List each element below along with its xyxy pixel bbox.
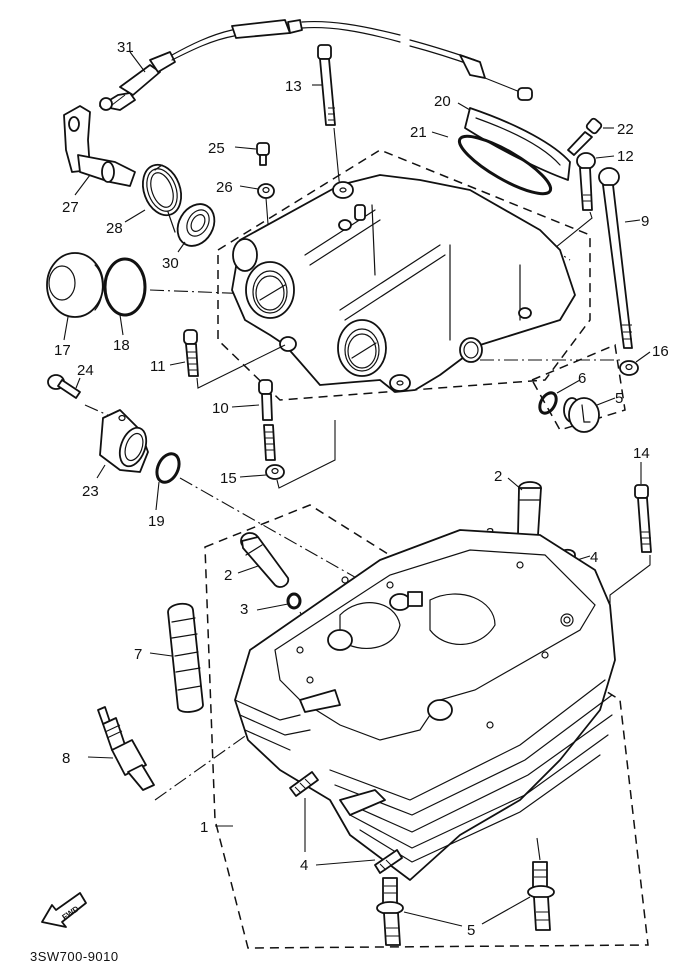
stud-bolt-16 [634,484,652,553]
drawing-code: 3SW700-9010 [30,949,119,964]
callout-18: 17 [54,342,71,359]
upper-group-boundary [217,149,591,401]
cover-gasket-20 [464,107,571,181]
callout-4: 4 [300,857,308,874]
group-boundaries [204,149,649,949]
callout-31: 31 [117,39,134,56]
valve-guide-2-upper [517,481,542,542]
callout-1: 1 [200,819,208,836]
bolt-28 [256,142,270,166]
decompression-lever [63,105,136,187]
bolt-14 [576,152,596,211]
decompression-cable [99,19,533,111]
callout-22: 22 [617,121,634,138]
holder-23 [99,409,149,473]
plug-7 [563,397,600,433]
callout-17-left: 15 [220,470,237,487]
stud-bolt-5-left [376,877,404,946]
cylinder-head-cover [231,174,576,393]
callout-26: 27 [62,199,79,216]
washer-17-left [265,464,285,480]
callout-9: 7 [134,646,142,663]
o-ring-24 [155,452,181,484]
callout-21: 21 [410,124,427,141]
tappet-cover-18 [46,252,104,318]
callout-30: 30 [162,255,179,272]
callout-23: 23 [82,483,99,500]
callout-10: 8 [62,750,70,767]
forward-arrow-icon: FWD [41,892,87,928]
washer-17-right [619,360,639,376]
spark-plug-10 [97,706,155,791]
circlip-3-lower [286,592,302,610]
plug-group-boundary [530,343,626,431]
callout-6: 4 [590,549,598,566]
callout-16: 14 [633,445,650,462]
stud-bolt-5-right [527,861,555,931]
callout-25: 24 [77,362,94,379]
long-bolt-15 [317,44,336,126]
callout-20: 20 [434,93,451,110]
callout-2-upper: 2 [494,468,502,485]
callout-8: 6 [578,370,586,387]
callout-2-lower: 2 [224,567,232,584]
callout-29: 26 [216,179,233,196]
valve-guide-2-lower [240,532,290,588]
cylinder-head-1 [234,529,616,881]
stud-bolt-4 [289,771,403,874]
bolt-25 [47,374,81,399]
o-ring-21 [457,134,553,196]
long-bolt-11 [598,167,633,349]
callout-12: 10 [212,400,229,417]
lower-group-boundary [204,504,649,949]
torsion-spring [141,163,183,233]
callout-14: 12 [617,148,634,165]
o-ring-8 [538,391,558,415]
oil-seal [176,203,216,247]
bolt-13 [183,329,199,377]
callout-11: 9 [641,213,649,230]
callout-5: 5 [467,922,475,939]
callout-28: 25 [208,140,225,157]
callout-17-right: 16 [652,343,669,360]
callout-27: 28 [106,220,123,237]
guide-tube-9 [167,602,204,713]
callout-7: 5 [615,390,623,407]
bolt-22 [567,117,603,156]
washer-29 [257,183,275,199]
bolt-12 [258,379,276,461]
callout-24: 19 [148,513,165,530]
callout-3-lower: 3 [240,601,248,618]
callout-13: 11 [150,358,166,375]
callout-15: 13 [285,78,302,95]
callout-19: 18 [113,337,130,354]
o-ring-19 [103,257,147,317]
